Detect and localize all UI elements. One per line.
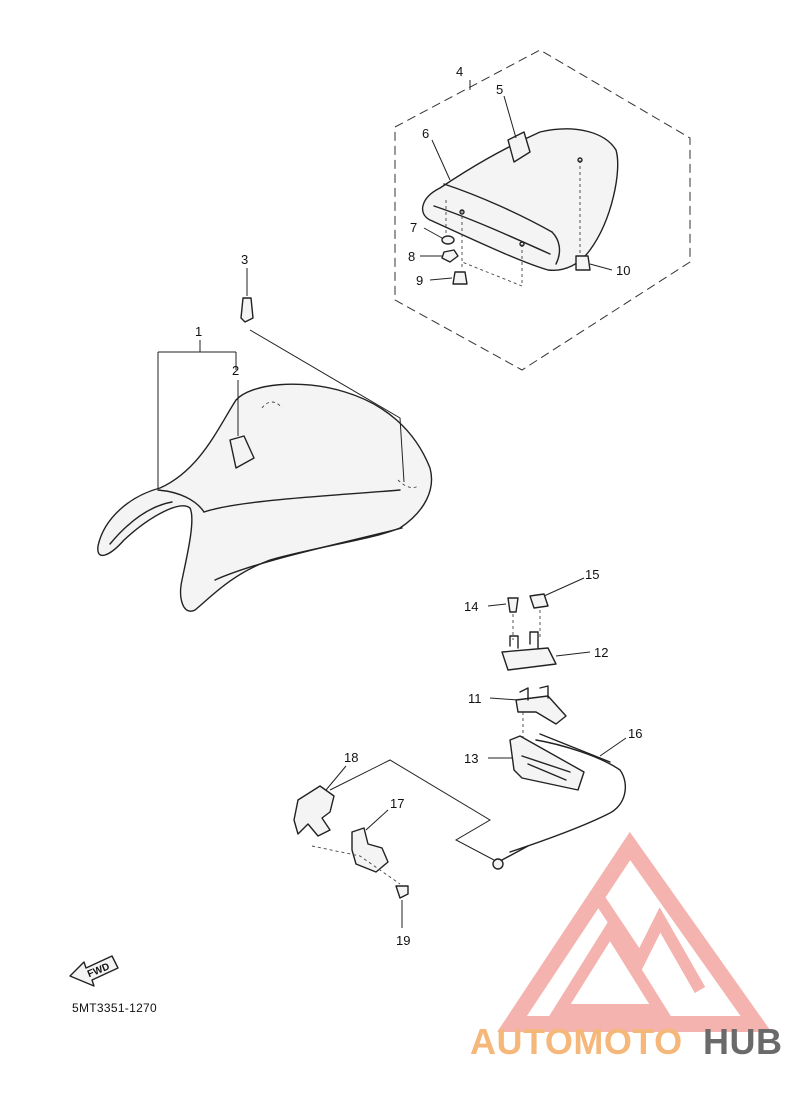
bolt-part-9 xyxy=(452,271,468,285)
rider-seat-strap xyxy=(229,435,255,469)
lock-bracket-12 xyxy=(501,631,557,671)
nut-part xyxy=(441,249,459,263)
leader-5 xyxy=(503,95,517,139)
seat-bolt-part-3 xyxy=(240,297,254,323)
passenger-seat xyxy=(421,128,619,287)
callout-1: 1 xyxy=(195,324,202,339)
callout-6: 6 xyxy=(422,126,429,141)
strap-part xyxy=(507,131,531,163)
bolt-part-14 xyxy=(507,597,519,613)
bracket-part-18 xyxy=(293,785,335,837)
lock-hook-11 xyxy=(515,685,567,725)
bolt-part-15 xyxy=(529,593,549,609)
callout-10: 10 xyxy=(616,263,630,278)
passenger-seat-group-outline xyxy=(394,49,691,371)
callout-15: 15 xyxy=(585,567,599,582)
callout-7: 7 xyxy=(410,220,417,235)
callout-11: 11 xyxy=(468,691,482,706)
leader-10 xyxy=(589,263,613,271)
lock-17-dashed-line xyxy=(311,845,401,885)
lock-part-17 xyxy=(351,827,389,873)
logo-word-hub: HUB xyxy=(703,1021,783,1062)
leader-17 xyxy=(365,809,389,831)
lock-cable-16 xyxy=(492,733,627,870)
bracket-18-dashed-line xyxy=(329,759,495,861)
callout-4: 4 xyxy=(456,64,463,79)
damper-part xyxy=(575,255,591,271)
callout-14: 14 xyxy=(464,599,478,614)
fwd-arrow-icon xyxy=(69,955,119,987)
leader-18 xyxy=(325,765,347,791)
leader-7 xyxy=(423,227,443,239)
callout-9: 9 xyxy=(416,273,423,288)
callout-13: 13 xyxy=(464,751,478,766)
watermark-logo: AUTOMOTO HUB xyxy=(470,831,783,1062)
leader-14 xyxy=(487,603,507,607)
callout-8: 8 xyxy=(408,249,415,264)
callout-3: 3 xyxy=(241,252,248,267)
leader-6 xyxy=(431,139,451,181)
callout-19: 19 xyxy=(396,933,410,948)
bolt-part-19 xyxy=(395,885,409,899)
diagram-code: 5MT3351-1270 xyxy=(72,1001,157,1015)
callout-17: 17 xyxy=(390,796,404,811)
seat-bolt-dashed-line xyxy=(249,329,405,483)
leader-15 xyxy=(543,577,585,597)
callout-5: 5 xyxy=(496,82,503,97)
leader-11 xyxy=(489,697,519,701)
leader-9 xyxy=(429,277,453,281)
logo-triangle-icon xyxy=(497,831,772,1032)
callout-16: 16 xyxy=(628,726,642,741)
leader-16 xyxy=(599,737,627,757)
leader-12 xyxy=(555,651,591,657)
washer-part xyxy=(441,235,455,245)
logo-word-automoto: AUTOMOTO xyxy=(470,1021,683,1062)
lock-base-13 xyxy=(509,735,585,791)
callout-12: 12 xyxy=(594,645,608,660)
rider-seat xyxy=(97,383,433,612)
leader-1 xyxy=(157,340,237,488)
fwd-arrow: FWD xyxy=(69,955,119,987)
callout-2: 2 xyxy=(232,363,239,378)
callout-18: 18 xyxy=(344,750,358,765)
